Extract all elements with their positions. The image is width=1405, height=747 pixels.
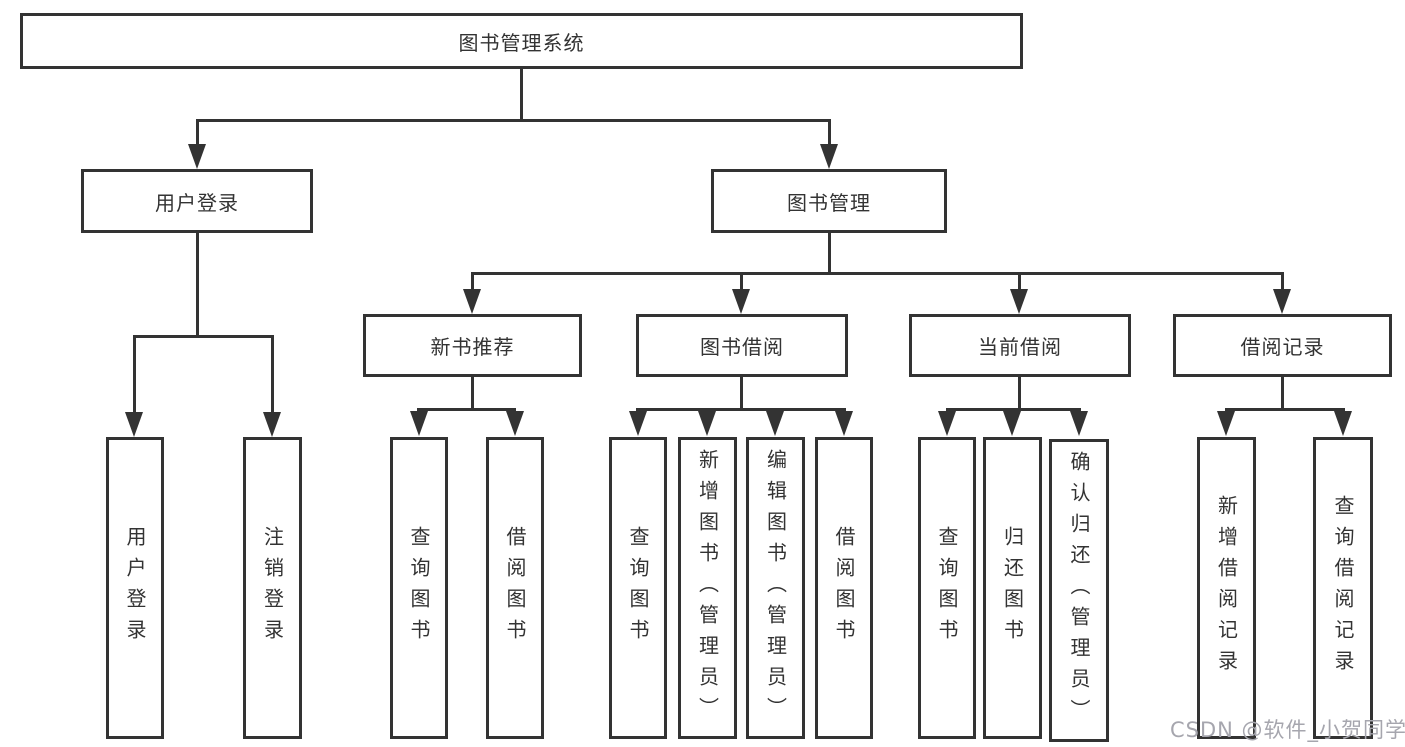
node-label: 借阅记录	[1240, 335, 1325, 359]
arrowhead-leaf-logout	[263, 412, 281, 437]
node-label: 编辑图书（管理员）	[763, 448, 788, 728]
node-library-management-system: 图书管理系统	[20, 13, 1023, 69]
leaf-logout: 注销登录	[243, 437, 302, 739]
arrowhead-book-management	[820, 144, 838, 169]
node-label: 新书推荐	[430, 335, 515, 359]
node-label: 注销登录	[260, 526, 285, 650]
leaf-borrow-add-books-admin: 新增图书（管理员）	[678, 437, 737, 739]
node-label: 新增借阅记录	[1214, 495, 1239, 681]
connector-borrow-record-rail	[1225, 408, 1345, 411]
node-label: 查询图书	[626, 526, 650, 650]
node-label: 借阅图书	[503, 526, 527, 650]
connector-new-book-rail	[417, 408, 516, 411]
leaf-borrow-borrow-books: 借阅图书	[815, 437, 873, 739]
connector-borrow-record-stub	[1281, 377, 1284, 410]
arrowhead-br-add	[1217, 411, 1235, 436]
arrowhead-user-login	[188, 144, 206, 169]
node-label: 当前借阅	[978, 335, 1062, 359]
arrowhead-current-borrow	[1010, 289, 1028, 314]
connector-to-current-borrow	[1018, 274, 1021, 291]
node-borrowing-records: 借阅记录	[1173, 314, 1392, 377]
arrowhead-bb-edit	[766, 411, 784, 436]
arrowhead-cb-query	[938, 411, 956, 436]
node-book-borrowing: 图书借阅	[636, 314, 848, 377]
connector-root-stub	[520, 69, 523, 121]
node-label: 用户登录	[155, 190, 239, 215]
connector-user-login-stub	[196, 233, 199, 337]
node-label: 查询图书	[407, 526, 431, 650]
arrowhead-book-borrow	[732, 289, 750, 314]
arrowhead-new-book	[463, 289, 481, 314]
arrowhead-bb-borrow	[835, 411, 853, 436]
connector-to-new-book	[471, 274, 474, 291]
leaf-newbook-borrow-books: 借阅图书	[486, 437, 544, 739]
connector-level1-rail	[196, 119, 831, 122]
leaf-borrow-edit-books-admin: 编辑图书（管理员）	[746, 437, 805, 739]
leaf-user-login: 用户登录	[106, 437, 164, 739]
connector-level2-rail	[471, 272, 1284, 275]
arrowhead-nb-query	[410, 411, 428, 436]
node-new-book-recommendation: 新书推荐	[363, 314, 582, 377]
connector-current-borrow-rail	[946, 408, 1081, 411]
leaf-current-confirm-return-admin: 确认归还（管理员）	[1049, 439, 1109, 742]
connector-to-leaf-login	[133, 337, 136, 414]
connector-to-book-management	[828, 121, 831, 147]
connector-new-book-stub	[471, 377, 474, 410]
leaf-current-return-books: 归还图书	[983, 437, 1042, 739]
connector-book-borrow-stub	[740, 377, 743, 410]
connector-current-borrow-stub	[1018, 377, 1021, 410]
node-user-login: 用户登录	[81, 169, 313, 233]
connector-book-management-stub	[828, 233, 831, 274]
connector-to-book-borrow	[740, 274, 743, 291]
connector-user-login-rail	[133, 335, 274, 338]
connector-to-borrow-record	[1281, 274, 1284, 291]
connector-to-leaf-logout	[271, 337, 274, 414]
arrowhead-borrow-record	[1273, 289, 1291, 314]
node-label: 新增图书（管理员）	[695, 448, 720, 728]
arrowhead-cb-confirm	[1070, 411, 1088, 436]
node-label: 图书管理	[787, 190, 871, 215]
node-label: 归还图书	[1000, 526, 1025, 650]
arrowhead-nb-borrow	[506, 411, 524, 436]
arrowhead-bb-query	[629, 411, 647, 436]
arrowhead-br-query	[1334, 411, 1352, 436]
node-label: 用户登录	[123, 526, 147, 650]
leaf-borrow-query-books: 查询图书	[609, 437, 667, 739]
node-label: 图书借阅	[700, 335, 784, 359]
leaf-record-query-borrow-record: 查询借阅记录	[1313, 437, 1373, 739]
node-label: 图书管理系统	[458, 30, 585, 55]
node-book-management: 图书管理	[711, 169, 947, 233]
node-label: 查询借阅记录	[1331, 495, 1355, 681]
leaf-record-add-borrow-record: 新增借阅记录	[1197, 437, 1256, 739]
arrowhead-cb-return	[1003, 411, 1021, 436]
leaf-newbook-query-books: 查询图书	[390, 437, 448, 739]
csdn-watermark: CSDN @软件_小贺同学	[1170, 718, 1405, 742]
connector-book-borrow-rail	[636, 408, 846, 411]
node-label: 确认归还（管理员）	[1067, 451, 1091, 730]
connector-to-user-login	[196, 121, 199, 147]
node-label: 借阅图书	[832, 526, 856, 650]
arrowhead-leaf-login	[125, 412, 143, 437]
arrowhead-bb-add	[698, 411, 716, 436]
node-label: 查询图书	[935, 526, 959, 650]
node-current-borrowing: 当前借阅	[909, 314, 1131, 377]
leaf-current-query-books: 查询图书	[918, 437, 976, 739]
